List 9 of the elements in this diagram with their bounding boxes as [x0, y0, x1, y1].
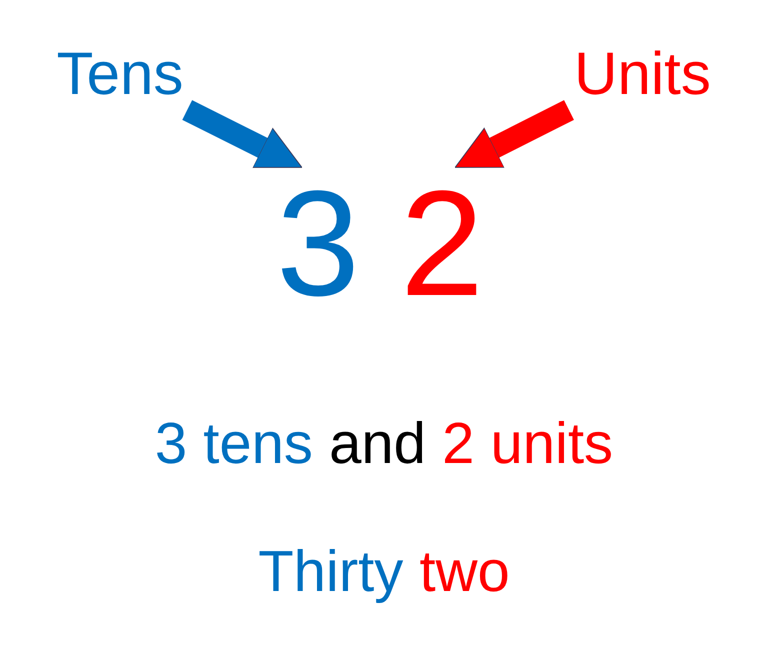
caption-word: two — [419, 540, 510, 604]
caption-word: and — [329, 412, 426, 476]
place-value-label: Tens — [40, 38, 200, 110]
caption-word: 2 units — [442, 412, 614, 476]
digit: 2 — [392, 168, 492, 318]
caption-word: Thirty — [258, 540, 404, 604]
place-value-label: Units — [555, 38, 730, 110]
caption-word: 3 tens — [154, 412, 313, 476]
digit: 3 — [268, 168, 368, 318]
